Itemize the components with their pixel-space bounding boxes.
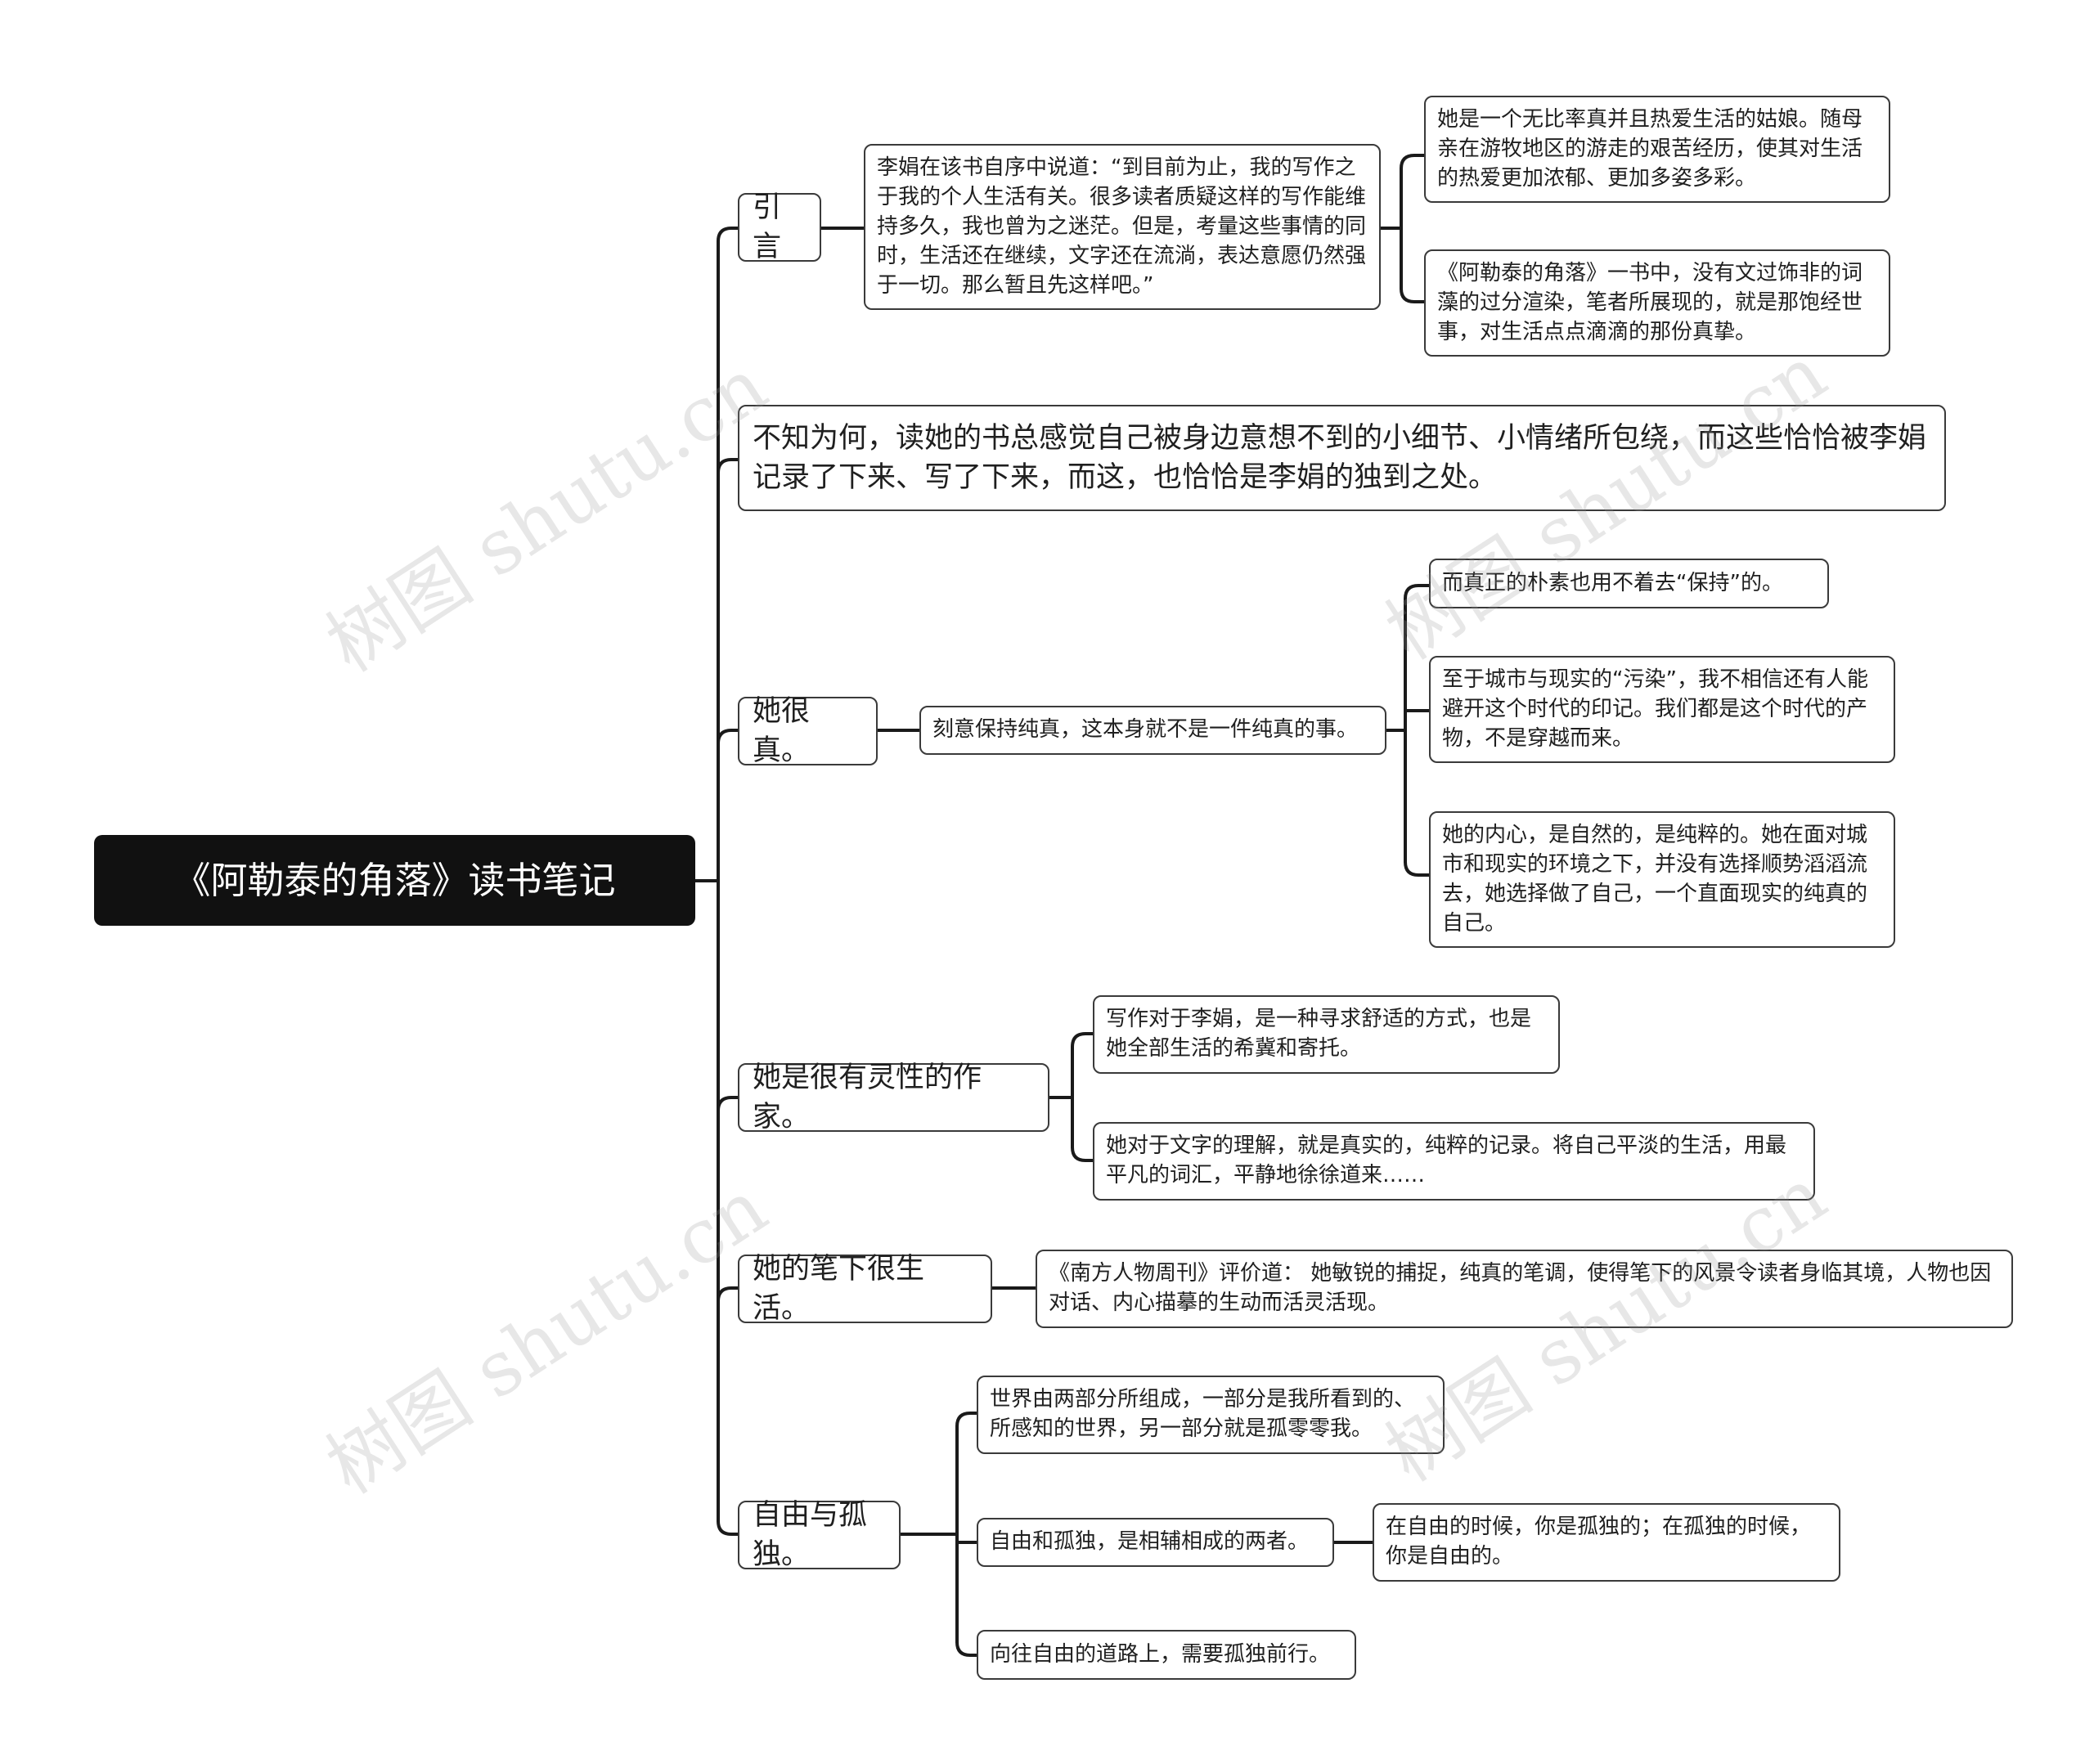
connector-genuine: [717, 729, 740, 745]
intro-note-1[interactable]: 她是一个无比率真并且热爱生活的姑娘。随母亲在游牧地区的游走的艰苦经历，使其对生活…: [1424, 96, 1890, 203]
branch-feeling[interactable]: 不知为何，读她的书总感觉自己被身边意想不到的小细节、小情绪所包绕，而这些恰恰被李…: [738, 405, 1946, 511]
connector-intro-note-1: [1400, 154, 1427, 170]
branch-lively[interactable]: 她的笔下很生活。: [738, 1253, 992, 1325]
connector-spirit-note-2: [1071, 1146, 1095, 1162]
freedom-note-2[interactable]: 自由和孤独，是相辅相成的两者。: [977, 1518, 1334, 1567]
branch-spirit[interactable]: 她是很有灵性的作家。: [738, 1062, 1049, 1133]
connector-intro: [717, 227, 740, 243]
genuine-note-2[interactable]: 至于城市与现实的“污染”，我不相信还有人能避开这个时代的印记。我们都是这个时代的…: [1429, 656, 1895, 763]
intro-note-2[interactable]: 《阿勒泰的角落》一书中，没有文过饰非的词藻的过分渲染，笔者所展现的，就是那饱经世…: [1424, 249, 1890, 357]
genuine-middle[interactable]: 刻意保持纯真，这本身就不是一件纯真的事。: [919, 706, 1386, 755]
spirit-note-1[interactable]: 写作对于李娟，是一种寻求舒适的方式，也是她全部生活的希冀和寄托。: [1093, 995, 1560, 1074]
connector-lively: [717, 1286, 740, 1303]
lively-note[interactable]: 《南方人物周刊》评价道： 她敏锐的捕捉，纯真的笔调，使得笔下的风景令读者身临其境…: [1036, 1250, 2013, 1328]
branch-intro[interactable]: 引言: [738, 191, 821, 263]
intro-quote[interactable]: 李娟在该书自序中说道：“到目前为止，我的写作之于我的个人生活有关。很多读者质疑这…: [864, 144, 1381, 310]
freedom-note-3[interactable]: 向往自由的道路上，需要孤独前行。: [977, 1630, 1356, 1680]
branch-genuine[interactable]: 她很真。: [738, 695, 878, 767]
freedom-note-1[interactable]: 世界由两部分所组成，一部分是我所看到的、所感知的世界，另一部分就是孤零零我。: [977, 1376, 1445, 1454]
connector-spirit: [717, 1096, 740, 1112]
spirit-note-2[interactable]: 她对于文字的理解，就是真实的，纯粹的记录。将自己平淡的生活，用最平凡的词汇，平静…: [1093, 1122, 1815, 1201]
connector-freedom-note-3: [955, 1641, 979, 1657]
connector-genuine-note-3: [1404, 860, 1431, 877]
connector-intro-note-2: [1400, 287, 1427, 303]
connector-spirit-note-1: [1071, 1032, 1095, 1048]
branch-freedom[interactable]: 自由与孤独。: [738, 1499, 901, 1571]
freedom-sub-note[interactable]: 在自由的时候，你是孤独的；在孤独的时候，你是自由的。: [1373, 1503, 1840, 1582]
genuine-note-3[interactable]: 她的内心，是自然的，是纯粹的。她在面对城市和现实的环境之下，并没有选择顺势滔滔流…: [1429, 811, 1895, 948]
connector-genuine-note-1: [1404, 584, 1431, 600]
connector-freedom: [717, 1519, 740, 1536]
connector-feeling: [717, 458, 740, 474]
root-title[interactable]: 《阿勒泰的角落》读书笔记: [94, 835, 695, 926]
genuine-note-1[interactable]: 而真正的朴素也用不着去“保持”的。: [1429, 559, 1829, 608]
connector-freedom-note-1: [955, 1412, 979, 1428]
